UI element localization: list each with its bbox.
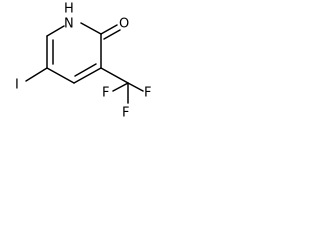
atom-label-i: I (15, 78, 19, 93)
bond-cf3-f3 (112, 82, 129, 92)
atom-label-f1: F (144, 86, 151, 101)
atom-label-f2: F (122, 106, 129, 121)
bond-c3-cf3 (100, 67, 129, 84)
atom-label-h: H (64, 2, 74, 17)
chemical-structure: H N O I F F F (15, 2, 151, 121)
bond-c5-i (25, 67, 48, 82)
atom-label-f3: F (102, 86, 109, 101)
bond-c5-c4 (46, 67, 75, 84)
bond-c4-c3 (73, 67, 102, 84)
bond-c4-c3-inner (74, 63, 97, 77)
bond-c2-o-2 (103, 29, 121, 40)
bond-n1-c6 (46, 25, 65, 37)
bond-cf3-f1 (127, 82, 144, 92)
atom-label-n: N (64, 17, 74, 32)
bond-n1-c2 (80, 22, 102, 35)
bond-c2-o-1 (100, 24, 118, 35)
atom-label-o: O (119, 17, 129, 32)
